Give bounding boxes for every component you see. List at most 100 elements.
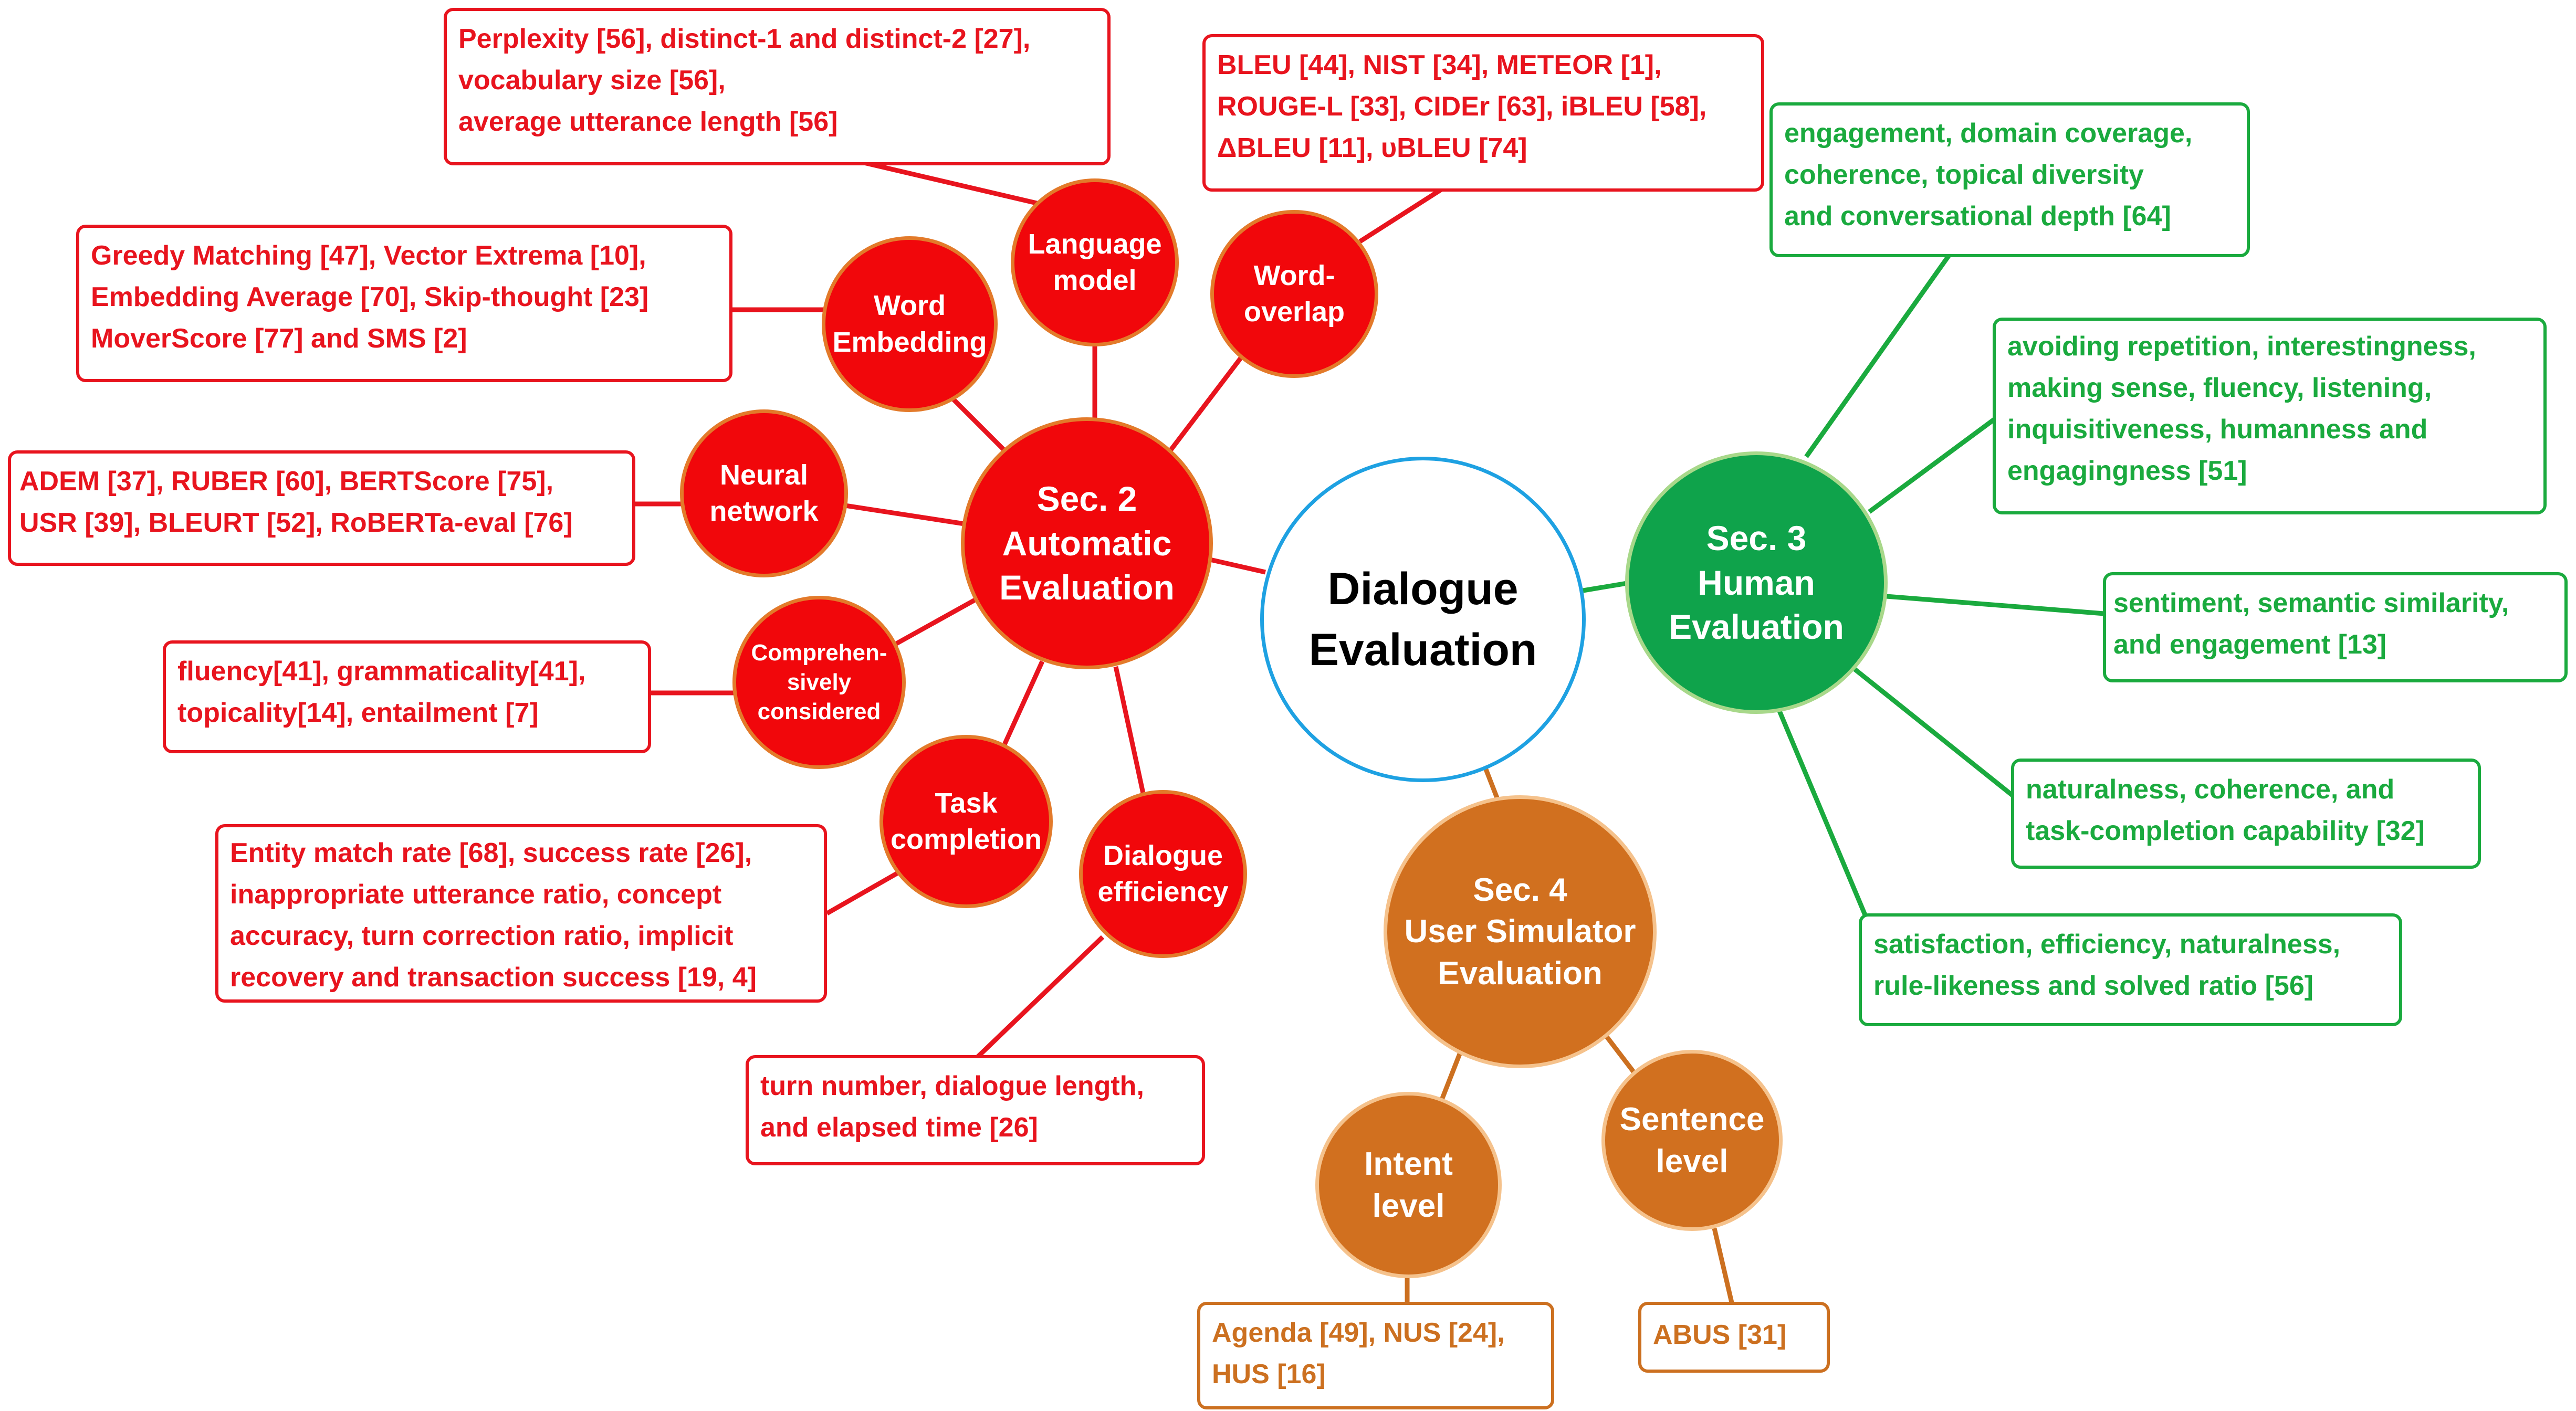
- box-line: satisfaction, efficiency, naturalness,: [1873, 929, 2341, 960]
- neural-network-metrics-box: ADEM [37], RUBER [60], BERTScore [75], U…: [8, 450, 635, 566]
- automatic-evaluation-hub: Sec. 2 Automatic Evaluation: [961, 417, 1213, 669]
- sentence-label-2: level: [1656, 1143, 1729, 1180]
- box-line: MoverScore [77] and SMS [2]: [91, 323, 467, 354]
- box-line: ΔBLEU [11], υBLEU [74]: [1217, 133, 1527, 164]
- sim-hub-line-2: User Simulator: [1404, 913, 1636, 950]
- task-completion-metrics-box: Entity match rate [68], success rate [26…: [215, 824, 827, 1003]
- edge-sentence-box: [1712, 1227, 1735, 1308]
- edge-efficiency-box: [972, 935, 1105, 1062]
- box-line: Greedy Matching [47], Vector Extrema [10…: [91, 240, 646, 271]
- box-line: and conversational depth [64]: [1784, 201, 2171, 232]
- edge-auto-task: [1000, 660, 1045, 749]
- comprehensively-considered-node: Comprehen- sively considered: [732, 596, 906, 769]
- center-line-2: Evaluation: [1308, 625, 1537, 675]
- edge-auto-comp: [891, 591, 989, 648]
- edge-center-human: [1583, 580, 1631, 593]
- word-embedding-node: Word Embedding: [822, 236, 998, 412]
- word-embedding-metrics-box: Greedy Matching [47], Vector Extrema [10…: [76, 225, 732, 382]
- comprehensive-metrics-box: fluency[41], grammaticality[41], topical…: [163, 640, 651, 753]
- box-line: Perplexity [56], distinct-1 and distinct…: [458, 24, 1031, 54]
- box-line: avoiding repetition, interestingness,: [2007, 331, 2476, 362]
- dialogue-efficiency-label-2: efficiency: [1097, 876, 1229, 908]
- box-line: making sense, fluency, listening,: [2007, 373, 2432, 404]
- box-line: accuracy, turn correction ratio, implici…: [230, 921, 734, 952]
- auto-hub-line-3: Evaluation: [999, 568, 1175, 607]
- word-overlap-label-1: Word-: [1253, 259, 1335, 291]
- word-overlap-node: Word- overlap: [1210, 210, 1378, 378]
- box-line: naturalness, coherence, and: [2026, 774, 2395, 805]
- auto-hub-line-1: Sec. 2: [1036, 479, 1137, 519]
- human-evaluation-hub: Sec. 3 Human Evaluation: [1625, 451, 1888, 714]
- dialogue-efficiency-node: Dialogue efficiency: [1079, 790, 1247, 958]
- box-line: coherence, topical diversity: [1784, 160, 2144, 191]
- human-hub-line-3: Evaluation: [1669, 607, 1844, 647]
- dialogue-efficiency-label-1: Dialogue: [1103, 839, 1223, 871]
- edge-auto-efficiency: [1113, 666, 1147, 801]
- neural-network-label-2: network: [709, 496, 819, 527]
- box-line: ROUGE-L [33], CIDEr [63], iBLEU [58],: [1217, 91, 1707, 122]
- human-criteria-box-3: sentiment, semantic similarity, and enga…: [2103, 572, 2568, 682]
- edge-human-box5: [1775, 705, 1869, 920]
- edge-auto-neural: [834, 501, 972, 528]
- language-model-metrics-box: Perplexity [56], distinct-1 and distinct…: [444, 8, 1111, 165]
- center-node-dialogue-evaluation: Dialogue Evaluation: [1260, 457, 1586, 782]
- box-line: HUS [16]: [1212, 1359, 1326, 1390]
- box-line: recovery and transaction success [19, 4]: [230, 962, 757, 993]
- box-line: BLEU [44], NIST [34], METEOR [1],: [1217, 50, 1662, 80]
- task-completion-node: Task completion: [879, 735, 1053, 908]
- box-line: topicality[14], entailment [7]: [177, 698, 539, 729]
- neural-network-label-1: Neural: [719, 459, 809, 491]
- edge-human-box2: [1868, 413, 2002, 514]
- box-line: Agenda [49], NUS [24],: [1212, 1318, 1505, 1348]
- human-criteria-box-2: avoiding repetition, interestingness, ma…: [1993, 318, 2547, 514]
- language-model-label-1: Language: [1028, 228, 1162, 260]
- intent-label-1: Intent: [1364, 1146, 1453, 1183]
- word-overlap-label-2: overlap: [1243, 296, 1345, 328]
- box-line: engagingness [51]: [2007, 456, 2247, 487]
- auto-hub-line-2: Automatic: [1002, 523, 1172, 563]
- box-line: engagement, domain coverage,: [1784, 118, 2193, 149]
- box-line: ADEM [37], RUBER [60], BERTScore [75],: [19, 466, 554, 497]
- box-line: fluency[41], grammaticality[41],: [177, 656, 586, 687]
- human-criteria-box-5: satisfaction, efficiency, naturalness, r…: [1859, 913, 2402, 1026]
- sentence-level-node: Sentence level: [1601, 1050, 1783, 1231]
- box-line: vocabulary size [56],: [458, 65, 726, 96]
- box-line: Entity match rate [68], success rate [26…: [230, 838, 752, 868]
- box-line: and engagement [13]: [2113, 629, 2387, 660]
- box-line: rule-likeness and solved ratio [56]: [1873, 971, 2314, 1002]
- center-line-1: Dialogue: [1327, 563, 1519, 614]
- box-line: and elapsed time [26]: [760, 1112, 1038, 1143]
- sentence-label-1: Sentence: [1619, 1101, 1765, 1138]
- box-line: turn number, dialogue length,: [760, 1071, 1144, 1101]
- comprehensive-label-1: Comprehen-: [751, 639, 887, 666]
- box-line: average utterance length [56]: [458, 107, 838, 138]
- comprehensive-label-3: considered: [757, 699, 881, 725]
- edge-sim-intent: [1436, 1046, 1465, 1109]
- human-hub-line-2: Human: [1698, 563, 1815, 602]
- dialogue-efficiency-metrics-box: turn number, dialogue length, and elapse…: [746, 1055, 1205, 1165]
- box-line: task-completion capability [32]: [2026, 816, 2425, 847]
- edge-task-box: [825, 869, 902, 915]
- word-overlap-metrics-box: BLEU [44], NIST [34], METEOR [1], ROUGE-…: [1202, 34, 1764, 192]
- neural-network-node: Neural network: [680, 409, 848, 577]
- intent-level-methods-box: Agenda [49], NUS [24], HUS [16]: [1197, 1302, 1554, 1409]
- sentence-level-methods-box: ABUS [31]: [1638, 1302, 1830, 1373]
- intent-level-node: Intent level: [1315, 1092, 1502, 1278]
- task-completion-label-1: Task: [935, 787, 998, 819]
- word-embedding-label-2: Embedding: [832, 326, 987, 358]
- box-line: inquisitiveness, humanness and: [2007, 414, 2428, 445]
- human-hub-line-1: Sec. 3: [1706, 519, 1807, 558]
- intent-label-2: level: [1372, 1187, 1445, 1224]
- edge-human-box4: [1847, 662, 2020, 803]
- comprehensive-label-2: sively: [787, 669, 852, 695]
- box-line: USR [39], BLEURT [52], RoBERTa-eval [76]: [19, 508, 573, 539]
- word-embedding-label-1: Word: [874, 290, 946, 322]
- sim-hub-line-3: Evaluation: [1438, 955, 1603, 992]
- language-model-label-2: model: [1053, 265, 1137, 296]
- language-model-node: Language model: [1011, 178, 1179, 346]
- human-criteria-box-1: engagement, domain coverage, coherence, …: [1769, 102, 2250, 257]
- user-simulator-evaluation-hub: Sec. 4 User Simulator Evaluation: [1384, 795, 1657, 1068]
- box-line: inappropriate utterance ratio, concept: [230, 879, 722, 910]
